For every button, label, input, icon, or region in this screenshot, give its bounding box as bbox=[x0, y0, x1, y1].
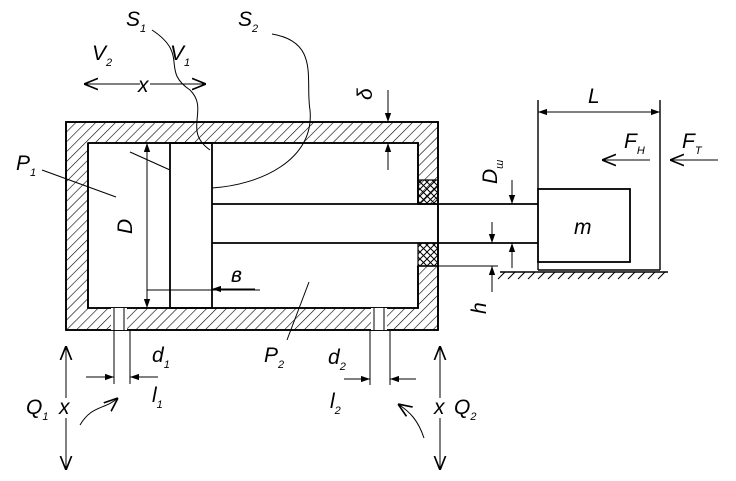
port-1-dimensions bbox=[86, 330, 158, 384]
label-h: h bbox=[468, 302, 491, 314]
piston-rod bbox=[212, 203, 538, 244]
load-mass bbox=[537, 188, 631, 263]
label-x-top: x bbox=[137, 74, 150, 97]
ground-support bbox=[497, 100, 668, 280]
label-l2: l2 bbox=[330, 390, 341, 417]
flow-arrows bbox=[66, 346, 440, 470]
label-Q1: Q1 bbox=[26, 396, 48, 423]
label-Dsh: Dш bbox=[479, 160, 506, 184]
label-V1: V1 bbox=[170, 42, 190, 69]
label-S1: S1 bbox=[126, 8, 146, 35]
piston bbox=[169, 142, 213, 309]
label-x-right: x bbox=[433, 396, 446, 419]
label-m: m bbox=[574, 216, 592, 239]
label-L: L bbox=[588, 85, 600, 108]
label-d2: d2 bbox=[328, 346, 346, 373]
dimension-h bbox=[438, 222, 498, 292]
label-S2: S2 bbox=[238, 8, 258, 35]
cylinder-wall bbox=[65, 121, 439, 331]
label-P1: P1 bbox=[16, 152, 36, 179]
port-2-dimensions bbox=[344, 330, 416, 385]
label-b: в bbox=[231, 264, 242, 287]
label-x-left: x bbox=[58, 396, 71, 419]
label-FT: FТ bbox=[682, 130, 703, 157]
rod-seal bbox=[417, 179, 439, 267]
label-D: D bbox=[114, 219, 137, 234]
label-l1: l1 bbox=[152, 384, 163, 411]
label-Q2: Q2 bbox=[454, 396, 476, 423]
label-FN: FН bbox=[624, 130, 645, 157]
label-d1: d1 bbox=[152, 344, 170, 371]
leader-lines bbox=[41, 29, 311, 341]
dimension-D bbox=[143, 143, 260, 308]
label-V2: V2 bbox=[92, 42, 112, 69]
label-delta: δ bbox=[354, 88, 377, 100]
label-P2: P2 bbox=[264, 344, 284, 371]
